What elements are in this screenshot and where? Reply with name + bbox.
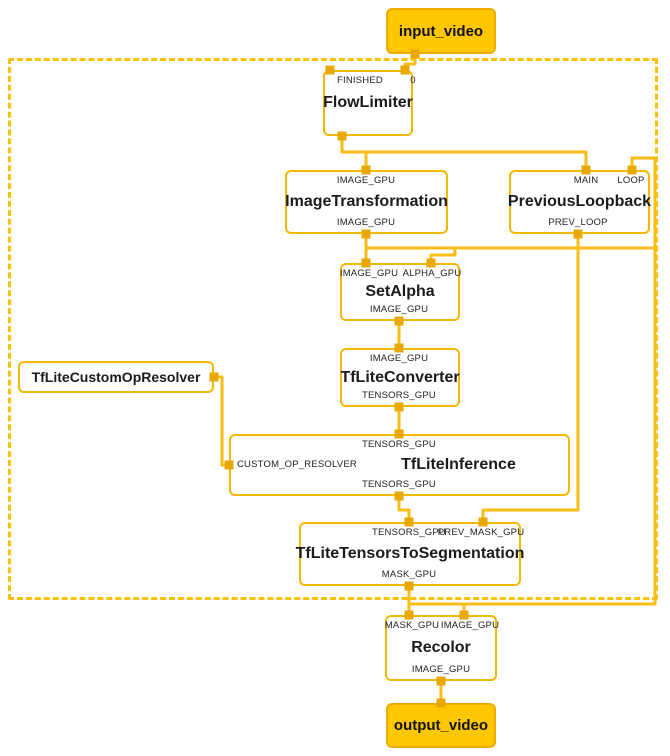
port-label-set_alpha-in-IMAGE_GPU: IMAGE_GPU (339, 268, 399, 279)
port-previous_loopback-out-PREV_LOOP[interactable] (573, 229, 583, 239)
node-input_video[interactable]: input_video (386, 8, 496, 54)
edge-tflite_inference-to-tflite_tensors_to_segmentation (397, 496, 411, 522)
port-label-tflite_inference-in-CUSTOM_OP_RESOLVER: CUSTOM_OP_RESOLVER (237, 459, 357, 470)
port-input_video-out-0[interactable] (410, 49, 420, 59)
port-tflite_converter-out-TENSORS_GPU[interactable] (394, 402, 404, 412)
port-image_transformation-out-IMAGE_GPU[interactable] (361, 229, 371, 239)
port-set_alpha-out-IMAGE_GPU[interactable] (394, 316, 404, 326)
node-title-previous_loopback: PreviousLoopback (507, 193, 652, 210)
node-recolor[interactable]: Recolor (385, 615, 497, 681)
node-title-tflite_custom_op_resolver: TfLiteCustomOpResolver (31, 369, 201, 385)
port-label-recolor-out-IMAGE_GPU: IMAGE_GPU (411, 664, 471, 675)
port-label-previous_loopback-out-PREV_LOOP: PREV_LOOP (548, 217, 608, 228)
port-recolor-in-MASK_GPU[interactable] (404, 610, 414, 620)
port-label-flow_limiter-in-FINISHED: FINISHED (337, 75, 383, 86)
node-title-tflite_converter: TfLiteConverter (340, 368, 460, 386)
node-title-set_alpha: SetAlpha (365, 283, 435, 300)
port-label-tflite_tensors_to_segmentation-in-PREV_MASK_GPU: PREV_MASK_GPU (437, 527, 525, 538)
node-tflite_tensors_to_segmentation[interactable]: TfLiteTensorsToSegmentation (296, 522, 524, 586)
node-title-flow_limiter: FlowLimiter (323, 94, 413, 111)
port-output_video-in-0[interactable] (436, 698, 446, 708)
node-flow_limiter[interactable]: FlowLimiter (323, 70, 413, 136)
port-tflite_tensors_to_segmentation-in-PREV_MASK_GPU[interactable] (478, 517, 488, 527)
port-label-tflite_converter-in-IMAGE_GPU: IMAGE_GPU (369, 353, 429, 364)
port-label-tflite_tensors_to_segmentation-out-MASK_GPU: MASK_GPU (381, 569, 437, 580)
port-set_alpha-in-IMAGE_GPU[interactable] (361, 258, 371, 268)
port-label-image_transformation-in-IMAGE_GPU: IMAGE_GPU (336, 175, 396, 186)
port-flow_limiter-out-0[interactable] (337, 131, 347, 141)
node-title-output_video: output_video (393, 717, 489, 734)
port-tflite_converter-in-IMAGE_GPU[interactable] (394, 343, 404, 353)
port-tflite_tensors_to_segmentation-out-MASK_GPU[interactable] (404, 581, 414, 591)
port-label-previous_loopback-in-LOOP: LOOP (617, 175, 645, 186)
port-flow_limiter-in-0[interactable] (400, 65, 410, 75)
port-label-recolor-in-MASK_GPU: MASK_GPU (384, 620, 440, 631)
port-label-recolor-in-IMAGE_GPU: IMAGE_GPU (440, 620, 500, 631)
port-label-tflite_inference-in-TENSORS_GPU: TENSORS_GPU (362, 439, 436, 450)
node-title-input_video: input_video (398, 22, 484, 40)
node-title-tflite_inference: TfLiteInference (401, 456, 516, 473)
port-label-tflite_tensors_to_segmentation-in-TENSORS_GPU: TENSORS_GPU (372, 527, 446, 538)
port-label-flow_limiter-in-0: 0 (410, 75, 416, 86)
port-tflite_custom_op_resolver-out-0[interactable] (209, 372, 219, 382)
port-previous_loopback-in-MAIN[interactable] (581, 165, 591, 175)
edge-previous_loopback-to-tflite_tensors_to_segmentation (481, 240, 580, 522)
node-tflite_custom_op_resolver[interactable]: TfLiteCustomOpResolver (18, 361, 214, 393)
node-set_alpha[interactable]: SetAlpha (340, 263, 460, 321)
node-tflite_converter[interactable]: TfLiteConverter (340, 348, 460, 407)
port-set_alpha-in-ALPHA_GPU[interactable] (426, 258, 436, 268)
port-tflite_inference-in-TENSORS_GPU[interactable] (394, 429, 404, 439)
port-recolor-out-IMAGE_GPU[interactable] (436, 676, 446, 686)
node-output_video[interactable]: output_video (386, 703, 496, 748)
port-label-tflite_inference-out-TENSORS_GPU: TENSORS_GPU (362, 479, 436, 490)
edge-tflite_tensors_to_segmentation-to-previous_loopback (407, 156, 657, 606)
port-label-set_alpha-in-ALPHA_GPU: ALPHA_GPU (402, 268, 462, 279)
port-label-image_transformation-out-IMAGE_GPU: IMAGE_GPU (336, 217, 396, 228)
port-label-previous_loopback-in-MAIN: MAIN (573, 175, 599, 186)
port-tflite_inference-in-CUSTOM_OP_RESOLVER[interactable] (224, 460, 234, 470)
port-image_transformation-in-IMAGE_GPU[interactable] (361, 165, 371, 175)
port-label-set_alpha-out-IMAGE_GPU: IMAGE_GPU (369, 304, 429, 315)
port-flow_limiter-in-FINISHED[interactable] (325, 65, 335, 75)
port-label-tflite_converter-out-TENSORS_GPU: TENSORS_GPU (362, 390, 436, 401)
node-previous_loopback[interactable]: PreviousLoopback (507, 170, 652, 234)
port-tflite_inference-out-TENSORS_GPU[interactable] (394, 491, 404, 501)
port-recolor-in-IMAGE_GPU[interactable] (459, 610, 469, 620)
node-title-image_transformation: ImageTransformation (285, 193, 448, 210)
node-title-tflite_tensors_to_segmentation: TfLiteTensorsToSegmentation (295, 545, 525, 562)
edge-flow_limiter-to-previous_loopback (342, 150, 588, 170)
node-title-recolor: Recolor (411, 639, 471, 656)
port-tflite_tensors_to_segmentation-in-TENSORS_GPU[interactable] (404, 517, 414, 527)
edge-tflite_custom_op_resolver-to-tflite_inference (214, 375, 229, 467)
port-previous_loopback-in-LOOP[interactable] (627, 165, 637, 175)
